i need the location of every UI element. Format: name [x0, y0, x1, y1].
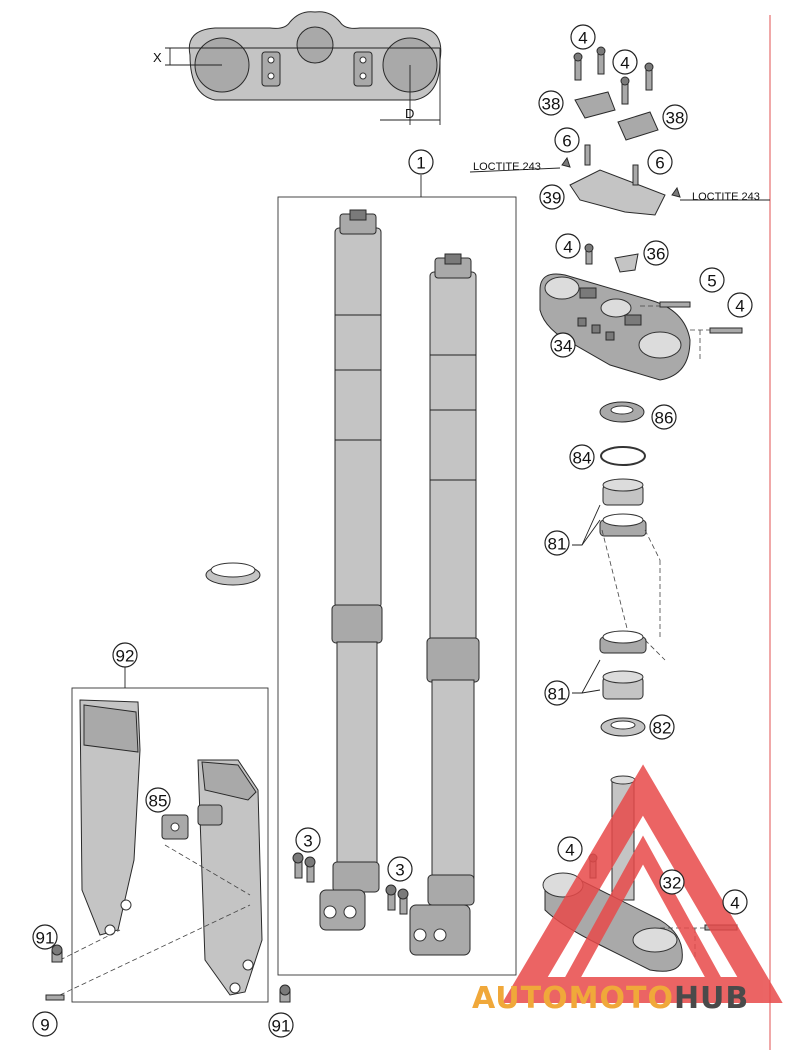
callout-5: 5	[699, 267, 725, 293]
svg-text:6: 6	[655, 154, 664, 173]
guard-screw-9	[45, 994, 65, 1001]
svg-text:4: 4	[563, 238, 572, 257]
watermark-triangle-inner	[554, 835, 732, 997]
upper-triple-clamp	[539, 243, 743, 381]
svg-text:34: 34	[554, 337, 573, 356]
callout-91-left: 91	[32, 924, 58, 950]
callout-38-left: 38	[538, 90, 564, 116]
svg-text:84: 84	[573, 449, 592, 468]
svg-text:4: 4	[565, 841, 574, 860]
triple-clamp-dimension-view	[165, 11, 442, 125]
callout-3-right: 3	[387, 856, 413, 882]
seal-86	[599, 401, 645, 423]
callout-6-left: 6	[554, 127, 580, 153]
svg-text:82: 82	[653, 719, 672, 738]
svg-text:81: 81	[548, 535, 567, 554]
callout-4-lower-clamp-left: 4	[557, 836, 583, 862]
svg-text:3: 3	[395, 861, 404, 880]
seal-82	[600, 717, 646, 737]
loctite-label-left: LOCTITE 243	[473, 161, 541, 173]
svg-text:3: 3	[303, 832, 312, 851]
seal-ring-84	[600, 446, 646, 466]
svg-text:9: 9	[40, 1016, 49, 1035]
callout-86: 86	[651, 404, 677, 430]
watermark-hub: HUB	[674, 981, 749, 1016]
callout-4-top-right: 4	[612, 49, 638, 75]
svg-text:39: 39	[543, 189, 562, 208]
svg-text:5: 5	[707, 272, 716, 291]
fork-guard-left	[79, 699, 141, 936]
dimension-x-label: X	[153, 50, 162, 65]
svg-text:4: 4	[730, 894, 739, 913]
loctite-label-right: LOCTITE 243	[692, 191, 760, 203]
fork-guard-right	[197, 759, 263, 996]
watermark-auto: AUTO	[472, 981, 569, 1016]
callout-4-upper-clamp-left: 4	[555, 233, 581, 259]
dash-link-3	[59, 929, 121, 961]
dash-link-2	[59, 904, 251, 996]
callout-91-right: 91	[268, 1012, 294, 1038]
svg-text:AUTOMOTOHUB: AUTOMOTOHUB	[472, 981, 749, 1016]
svg-text:6: 6	[562, 132, 571, 151]
callout-81-upper: 81	[544, 530, 570, 556]
svg-text:91: 91	[36, 929, 55, 948]
pinch-bolts-right	[385, 884, 409, 915]
svg-text:92: 92	[116, 647, 135, 666]
callout-9: 9	[32, 1011, 58, 1037]
callout-92: 92	[112, 642, 138, 668]
callout-39: 39	[539, 184, 565, 210]
callout-36: 36	[643, 240, 669, 266]
svg-text:81: 81	[548, 685, 567, 704]
svg-text:1: 1	[416, 154, 425, 173]
callout-4-top-left: 4	[570, 24, 596, 50]
svg-text:4: 4	[578, 29, 587, 48]
dash-link-1	[164, 844, 251, 896]
fork-guard-frame	[71, 687, 269, 1003]
pinch-bolts-left	[292, 852, 316, 883]
watermark-moto: MOTO	[569, 981, 674, 1016]
steering-tube-outline	[601, 529, 666, 661]
clamp-bolts-top	[573, 46, 654, 105]
svg-text:4: 4	[620, 54, 629, 73]
svg-text:4: 4	[735, 297, 744, 316]
automotohub-watermark	[502, 764, 783, 1003]
guard-screw-91-right	[279, 984, 291, 1003]
callout-1: 1	[408, 149, 434, 175]
callout-81-lower: 81	[544, 680, 570, 706]
fork-ring	[205, 562, 261, 586]
svg-text:32: 32	[663, 874, 682, 893]
handlebar-clamp-lower-39	[561, 144, 681, 216]
guard-screw-91-left	[51, 944, 63, 963]
handlebar-clamp-upper-left	[574, 91, 616, 119]
callout-4-upper-clamp-right: 4	[727, 292, 753, 318]
svg-text:86: 86	[655, 409, 674, 428]
callout-4-lower-clamp-right: 4	[722, 889, 748, 915]
svg-text:38: 38	[666, 109, 685, 128]
guard-bracket-85	[161, 804, 223, 840]
fork-leg-left	[319, 209, 383, 931]
callout-32: 32	[659, 869, 685, 895]
svg-text:91: 91	[272, 1017, 291, 1036]
bearing-81-upper	[599, 478, 647, 537]
callout-34: 34	[550, 332, 576, 358]
fork-leg-right	[409, 253, 480, 956]
callout-84: 84	[569, 444, 595, 470]
svg-text:38: 38	[542, 95, 561, 114]
callout-82: 82	[649, 714, 675, 740]
callout-3-left: 3	[295, 827, 321, 853]
callout-6-right: 6	[647, 149, 673, 175]
callout-38-right: 38	[662, 104, 688, 130]
dimension-d-label: D	[405, 106, 414, 121]
fork-assembly-frame	[277, 196, 517, 976]
svg-text:85: 85	[149, 792, 168, 811]
svg-text:36: 36	[647, 245, 666, 264]
loctite-leader-left	[469, 167, 561, 173]
handlebar-clamp-upper-right	[617, 111, 659, 141]
callout-85: 85	[145, 787, 171, 813]
bearing-81-lower	[599, 630, 647, 700]
